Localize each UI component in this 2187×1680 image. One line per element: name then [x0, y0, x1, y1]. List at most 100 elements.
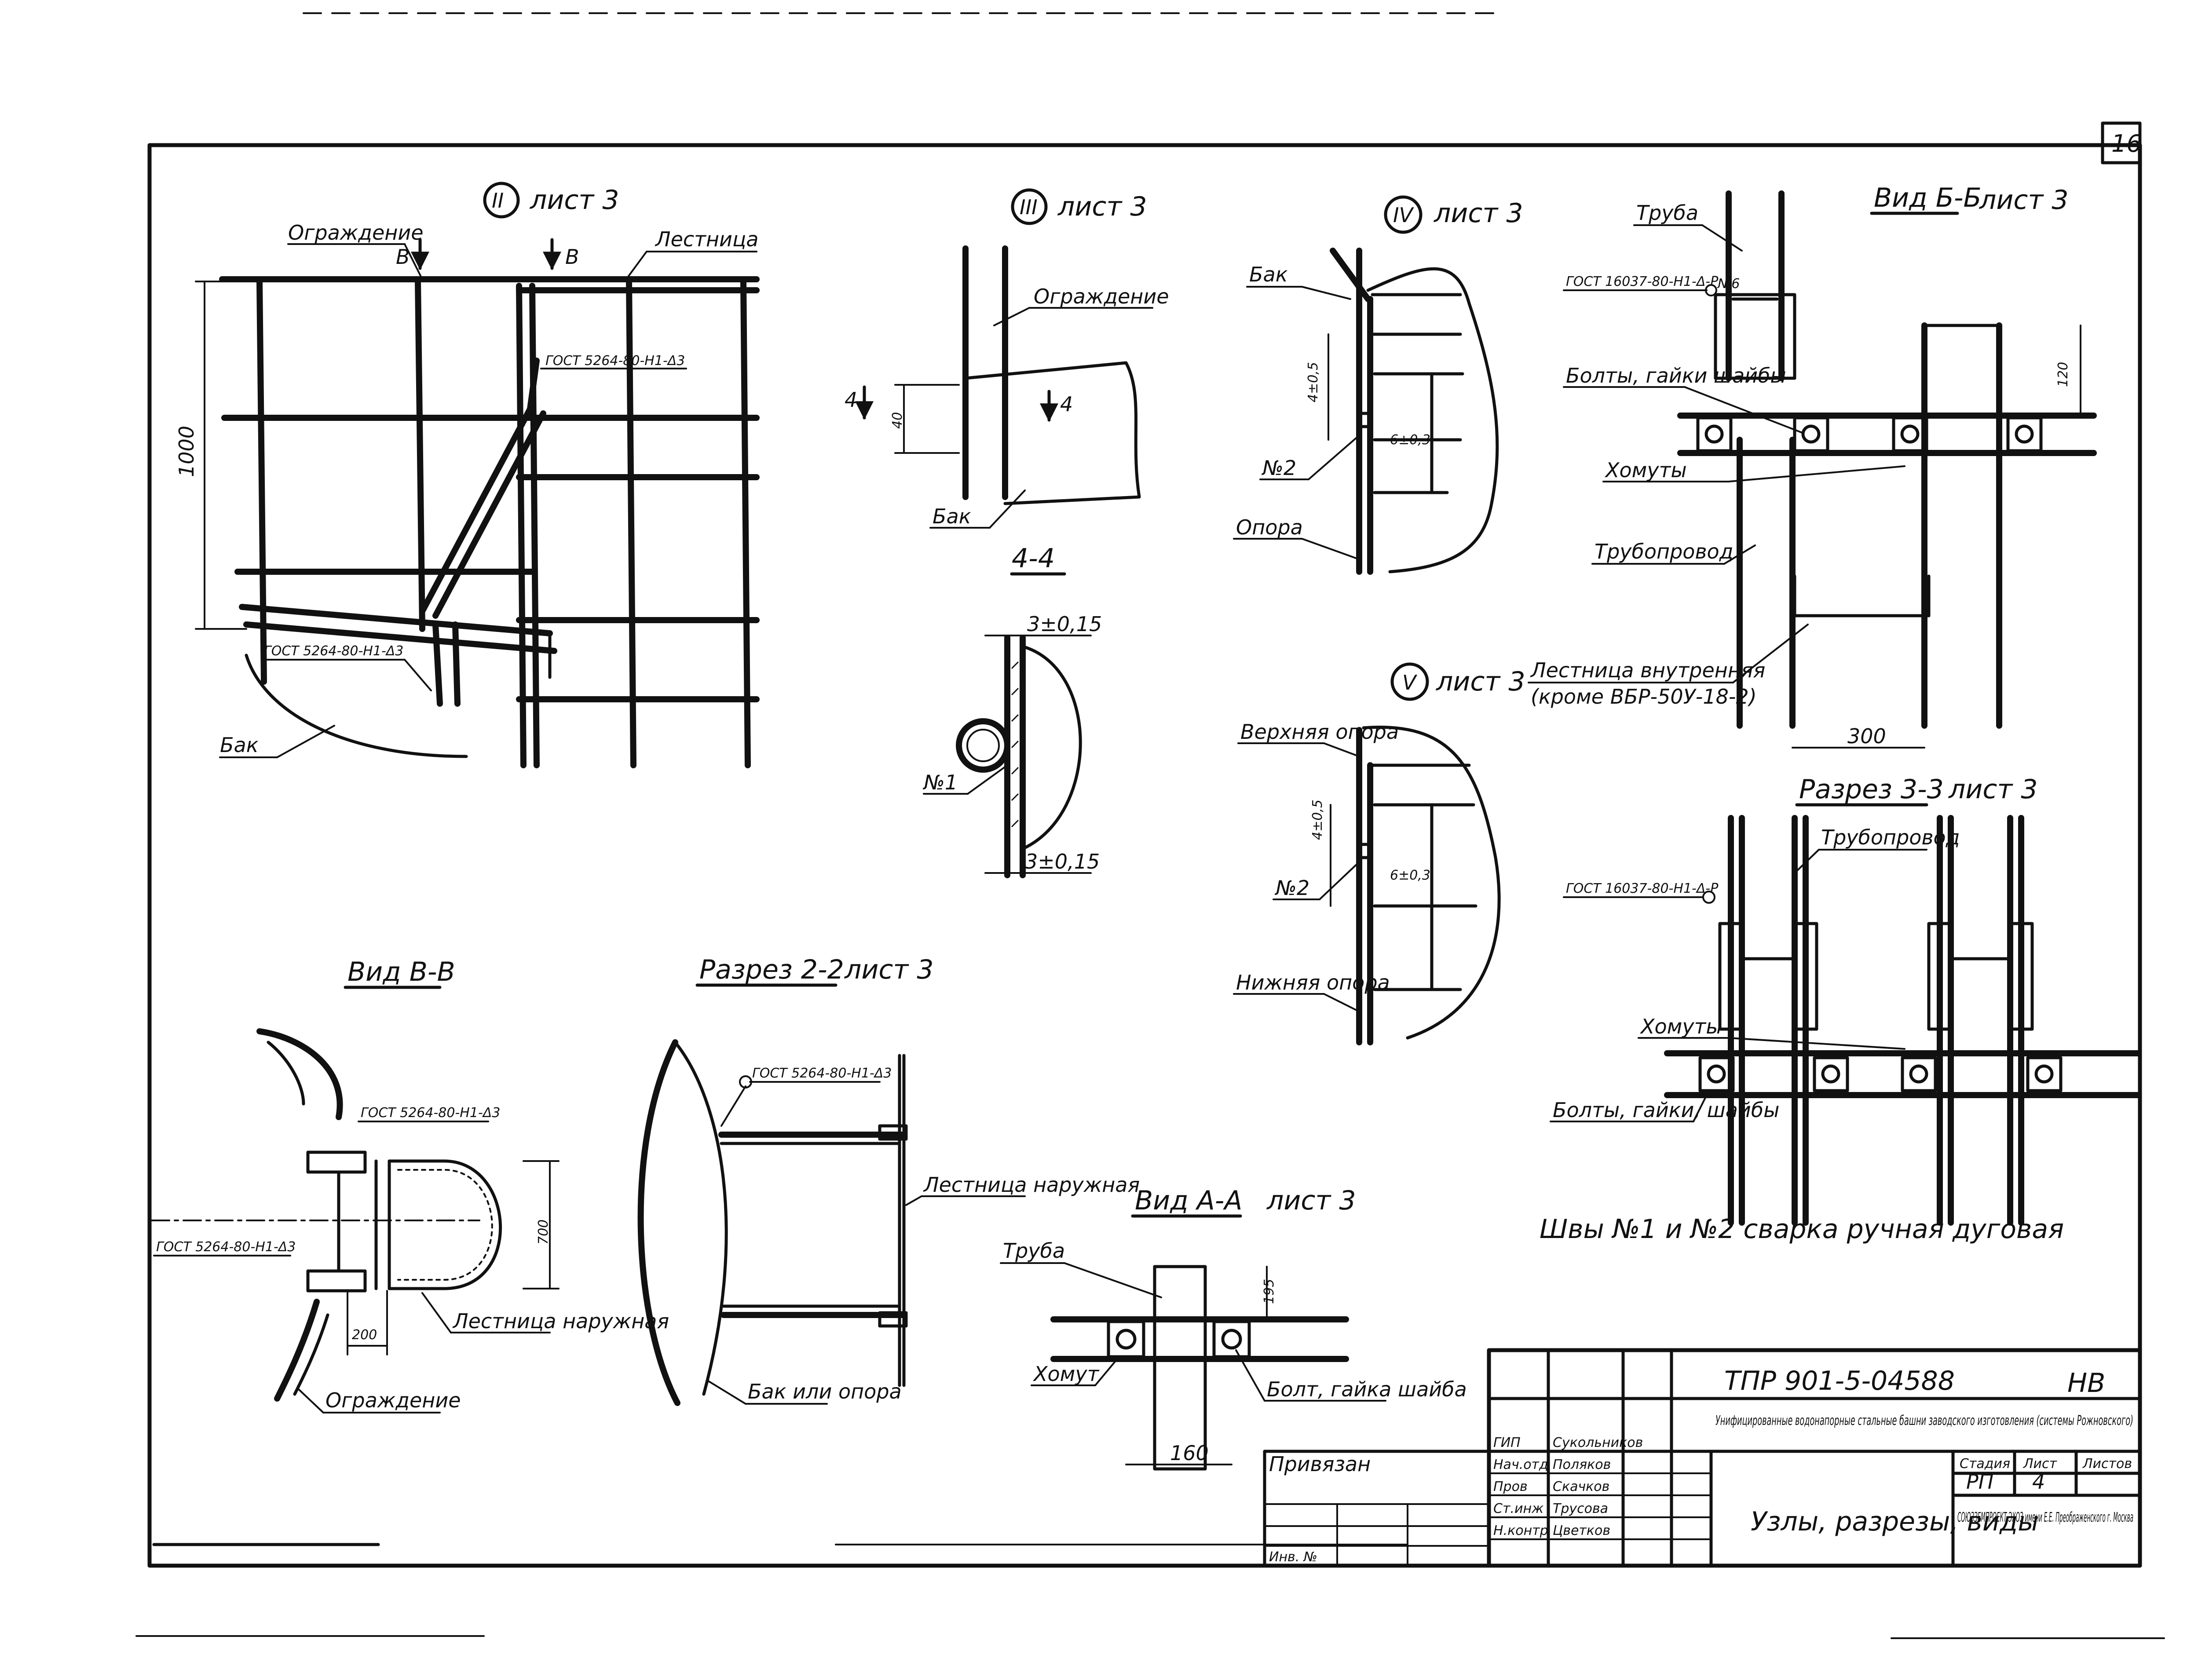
view-bb-title: Вид Б-Б — [1874, 183, 1982, 213]
view-bb-clamps-label: Хомуты — [1605, 458, 1687, 482]
node-5-lower-label: Нижняя опора — [1236, 971, 1390, 994]
view-aa-pipe-label: Труба — [1003, 1239, 1065, 1263]
view-aa-ref: лист 3 — [1266, 1185, 1356, 1216]
staff-role-5: Н.контр — [1493, 1523, 1548, 1538]
title-sheet-header: Лист — [2023, 1456, 2058, 1472]
section-4-4-dim-top: 3±0,15 — [1027, 612, 1102, 636]
view-vv-guard-label: Ограждение — [325, 1388, 461, 1412]
node-4-sheet-ref: лист 3 — [1434, 198, 1523, 229]
section-3-3-ref: лист 3 — [1948, 774, 2038, 805]
section-2-2-title: Разрез 2-2 — [699, 954, 844, 985]
staff-name-2: Поляков — [1553, 1457, 1611, 1472]
view-aa-drawing: Вид А-А лист 3 Труба Хомут Болт, гайка ш… — [1000, 1185, 1467, 1471]
section-2-2-tank-label: Бак или опора — [748, 1380, 902, 1403]
welding-note: Швы №1 и №2 сварка ручная дуговая — [1540, 1214, 2064, 1245]
section-3-3-title: Разрез 3-3 — [1799, 774, 1944, 805]
view-bb-dim-120: 120 — [2055, 362, 2071, 387]
view-vv-ladder-label: Лестница наружная — [452, 1309, 669, 1333]
staff-name-4: Трусова — [1553, 1501, 1608, 1516]
view-aa-bolt-label: Болт, гайка шайба — [1267, 1377, 1467, 1401]
title-mark: НВ — [2067, 1368, 2105, 1399]
section-3-3-clamps-label: Хомуты — [1640, 1015, 1722, 1038]
section-2-2-ref: лист 3 — [844, 954, 934, 985]
view-aa-clamp-label: Хомут — [1033, 1362, 1100, 1386]
view-bb-inner-ladder-label: Лестница внутренняя — [1530, 658, 1765, 682]
title-stage: РП — [1966, 1470, 1993, 1494]
title-drawing-title: Узлы, разрезы, виды — [1751, 1506, 2039, 1537]
view-bb-weld: ГОСТ 16037-80-Н1-Δ-Р — [1566, 274, 1719, 289]
staff-role-3: Пров — [1493, 1479, 1528, 1494]
node-3-roman: III — [1020, 195, 1038, 219]
view-vv-weld-upper: ГОСТ 5264-80-Н1-Δ3 — [361, 1105, 500, 1121]
section-3-3-pipeline-label: Трубопровод — [1821, 825, 1960, 849]
staff-name-1: Сукольников — [1553, 1435, 1643, 1450]
view-bb-pipe-label: Труба — [1636, 201, 1698, 225]
node-2-tank-label: Бак — [220, 733, 259, 757]
node-2-section-mark-right: В — [565, 245, 579, 269]
section-4-4-weld-no: №1 — [922, 771, 958, 794]
title-bound: Привязан — [1269, 1452, 1371, 1476]
title-inventory: Инв. № — [1269, 1549, 1317, 1565]
view-vv-dim-200: 200 — [352, 1327, 377, 1343]
view-aa-dim-160: 160 — [1170, 1441, 1209, 1465]
node-3-mark-right: 4 — [1060, 392, 1073, 416]
title-stage-header: Стадия — [1960, 1456, 2010, 1472]
section-3-3-bolts — [1698, 1056, 2063, 1092]
node-2-dim-1000: 1000 — [175, 426, 198, 477]
view-vv-drawing: Вид В-В ГОСТ 5264-80-Н1-Δ3 ГОСТ 5264-80-… — [151, 957, 669, 1413]
view-vv-title: Вид В-В — [347, 957, 455, 987]
node-2-roman: II — [492, 189, 504, 212]
view-vv-dim-700: 700 — [536, 1220, 551, 1245]
node-5-upper-label: Верхняя опора — [1240, 720, 1399, 744]
node-3-drawing: III лист 3 Ограждение 4 4 40 Бак — [845, 188, 1169, 529]
section-4-4-drawing: 4-4 3±0,15 №1 3±0,15 — [922, 543, 1102, 878]
node-4-weld-no: №2 — [1261, 456, 1296, 480]
node-5-dim-6: 6±0,3 — [1390, 868, 1430, 883]
view-bb-bolts — [1696, 416, 2043, 453]
node-4-drawing: IV лист 3 Бак 4±0,5 6±0,3 №2 Опора — [1233, 195, 1523, 575]
node-5-weld-no: №2 — [1274, 876, 1309, 900]
title-sheet-no: 4 — [2032, 1470, 2045, 1494]
view-bb-bolts-label: Болты, гайки шайбы — [1566, 364, 1786, 387]
node-3-tank-label: Бак — [933, 504, 971, 528]
section-2-2-drawing: Разрез 2-2 лист 3 ГОСТ 5264-80-Н1-Δ3 Лес… — [637, 954, 1140, 1406]
view-bb-ref: лист 3 — [1979, 185, 2069, 215]
node-5-sheet-ref: лист 3 — [1436, 666, 1525, 697]
section-2-2-weld: ГОСТ 5264-80-Н1-Δ3 — [752, 1066, 892, 1081]
node-3-guard-label: Ограждение — [1034, 285, 1169, 308]
title-description: Унифицированные водонапорные стальные ба… — [1715, 1413, 2133, 1428]
node-4-support-label: Опора — [1236, 515, 1303, 539]
view-aa-title: Вид А-А — [1135, 1185, 1242, 1216]
node-5-dim-4: 4±0,5 — [1310, 800, 1325, 840]
title-sheets-header: Листов — [2082, 1456, 2132, 1472]
staff-role-4: Ст.инж — [1493, 1501, 1543, 1516]
title-organization: СОЮЗЗЕМПРОЕКТ ЭХОЗ имени Е.Е. Преображен… — [1957, 1510, 2133, 1525]
node-5-drawing: V лист 3 Верхняя опора 4±0,5 6±0,3 №2 Ни… — [1233, 662, 1525, 1045]
view-bb-dim-300: 300 — [1847, 724, 1886, 748]
view-aa-dim-195: 195 — [1262, 1279, 1277, 1304]
staff-name-3: Скачков — [1553, 1479, 1609, 1494]
sheet-number: 16 — [2111, 130, 2142, 157]
node-2-sheet-ref: лист 3 — [530, 185, 619, 215]
view-bb-drawing: Вид Б-Б лист 3 Труба ГОСТ 16037-80-Н1-Δ-… — [1528, 183, 2097, 749]
section-3-3-drawing: Разрез 3-3 лист 3 Трубопровод ГОСТ 16037… — [1550, 774, 2141, 1226]
staff-role-1: ГИП — [1493, 1435, 1521, 1450]
section-4-4-dim-bottom: 3±0,15 — [1025, 850, 1100, 873]
node-4-roman: IV — [1393, 203, 1415, 227]
view-bb-pipeline-label: Трубопровод — [1595, 540, 1734, 563]
node-3-mark-left: 4 — [845, 388, 857, 412]
node-5-roman: V — [1402, 671, 1418, 694]
section-4-4-title: 4-4 — [1012, 543, 1055, 574]
title-code: ТПР 901-5-04588 — [1724, 1366, 1955, 1396]
section-3-3-weld: ГОСТ 16037-80-Н1-Δ-Р — [1566, 881, 1719, 896]
node-2-section-mark-left: В — [396, 245, 410, 269]
node-4-tank-label: Бак — [1249, 263, 1288, 286]
node-3-dim-40: 40 — [890, 412, 905, 429]
view-bb-weld-size: №6 — [1717, 276, 1740, 292]
node-2-weld-upper: ГОСТ 5264-80-Н1-Δ3 — [545, 353, 685, 369]
staff-name-5: Цветков — [1553, 1523, 1610, 1538]
node-3-sheet-ref: лист 3 — [1057, 191, 1147, 222]
node-2-weld-lower: ГОСТ 5264-80-Н1-Δ3 — [264, 643, 403, 659]
node-4-dim-4: 4±0,5 — [1306, 362, 1321, 402]
